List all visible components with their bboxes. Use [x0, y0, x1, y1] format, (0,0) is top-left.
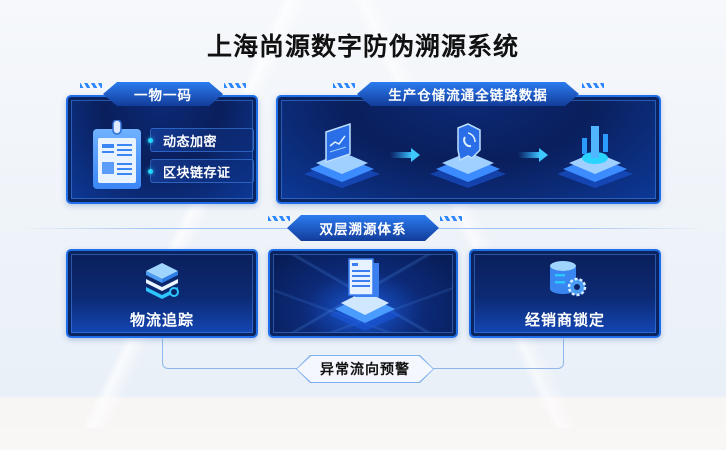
tab-dashes-left — [80, 83, 102, 88]
shield-signal-icon — [430, 123, 506, 188]
monitor-chart-icon — [304, 122, 380, 188]
one-item-one-code-label: 一物一码 — [134, 88, 192, 104]
tab-dashes-left — [333, 83, 355, 88]
tab-dashes-left — [268, 216, 290, 221]
dealer-lock-card: 经销商锁定 — [469, 249, 661, 338]
document-clipboard-icon — [93, 120, 141, 189]
page-title: 上海尚源数字防伪溯源系统 — [206, 32, 519, 61]
document-chip-icon — [329, 258, 401, 331]
one-item-one-code-header: 一物一码 — [103, 82, 223, 106]
feature-label: 区块链存证 — [163, 165, 231, 181]
tab-dashes-right — [440, 216, 462, 221]
logistics-tracking-label: 物流追踪 — [129, 311, 194, 329]
arrow-right-icon — [390, 148, 420, 162]
logistics-tracking-card: 物流追踪 — [66, 249, 258, 338]
feature-dynamic-encryption: 动态加密 — [148, 128, 254, 152]
tab-dashes-right — [224, 83, 246, 88]
data-bar-tower-icon — [557, 126, 633, 188]
abnormal-flow-warning-label: 异常流向预警 — [320, 362, 410, 378]
bottom-strip — [0, 428, 726, 450]
bullet-dot-icon — [148, 138, 153, 143]
tab-dashes-right — [582, 83, 604, 88]
document-chip-card — [268, 249, 458, 338]
arrow-right-icon — [518, 148, 548, 162]
dual-traceability-label: 双层溯源体系 — [319, 222, 407, 238]
bullet-dot-icon — [148, 169, 153, 174]
layers-search-icon — [146, 263, 179, 299]
feature-label: 动态加密 — [163, 134, 218, 150]
full-chain-data-label: 生产仓储流通全链路数据 — [388, 88, 548, 104]
database-gear-icon — [550, 261, 587, 297]
feature-blockchain-evidence: 区块链存证 — [148, 159, 254, 183]
dealer-lock-label: 经销商锁定 — [524, 311, 605, 329]
full-chain-data-header: 生产仓储流通全链路数据 — [357, 82, 579, 106]
dual-traceability-header: 双层溯源体系 — [287, 215, 439, 241]
abnormal-flow-warning-header: 异常流向预警 — [297, 356, 433, 382]
